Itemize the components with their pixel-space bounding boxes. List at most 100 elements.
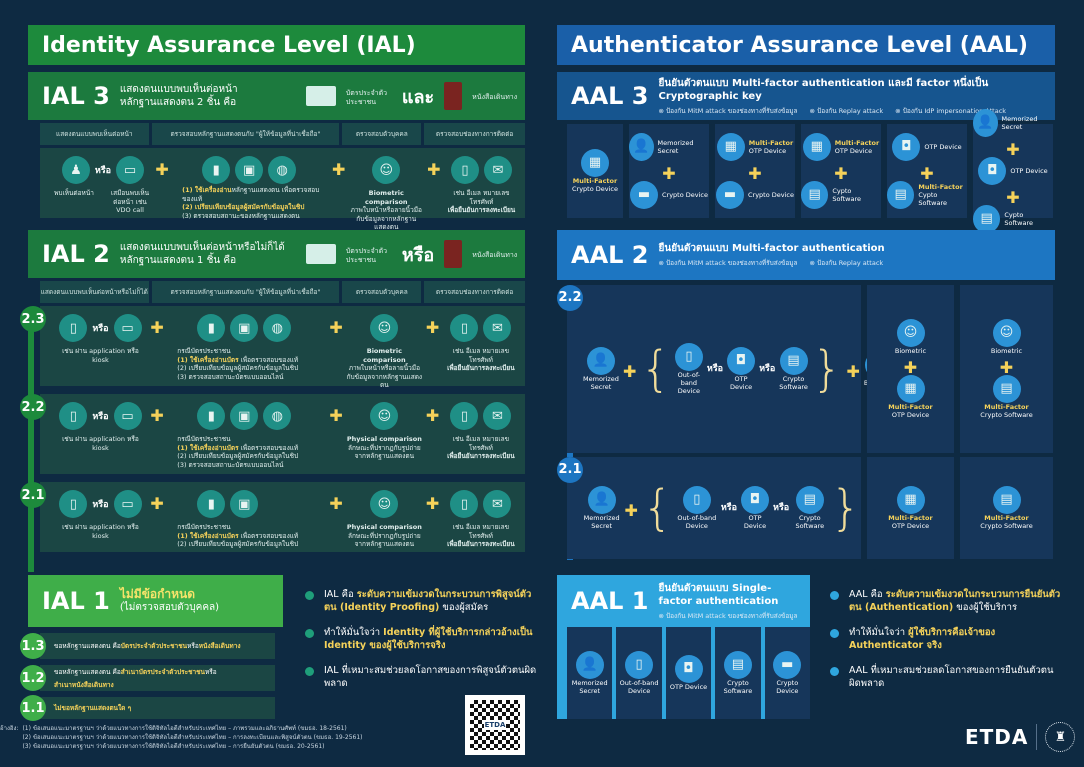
authenticator: ▯Out-of-band Device <box>616 651 661 695</box>
authenticator: ▤Cypto Software <box>973 205 1053 233</box>
face-icon: ☺ <box>372 156 401 184</box>
certificate-icon: ▤ <box>801 181 829 209</box>
ial3-column-header: ตรวจสอบตัวบุคคล <box>342 123 422 145</box>
ial3-desc-line1: แสดงตนแบบพบเห็นต่อหน้า <box>119 84 238 95</box>
authenticator-name: Memorized Secret <box>571 679 608 695</box>
ministry-seal-icon: ♜ <box>1045 722 1076 752</box>
contact-label: เช่น อีเมล หมายเลขโทรศัพท์ <box>452 435 510 452</box>
footer-logos: ETDA ♜ <box>965 722 1076 752</box>
biometric-icon: ☺ <box>896 319 925 347</box>
contact-label: เช่น อีเมล หมายเลขโทรศัพท์ <box>452 347 510 364</box>
presence-group: ▯หรือ▭เช่น ผ่าน application หรือ kiosk <box>54 400 147 452</box>
person-icons: ☺ <box>370 400 399 432</box>
aal2-main-option: 2.2👤Memorized Secret✚{▯Out-of-band Devic… <box>557 285 895 453</box>
presence-label: เช่น ผ่าน application หรือ kiosk <box>62 435 139 452</box>
plus-icon: ✚ <box>920 164 934 183</box>
authenticator-name: Crypto Device <box>571 185 618 193</box>
plus-icon: ✚ <box>329 318 343 337</box>
ial3-column-header: ตรวจสอบช่องทางการติดต่อ <box>424 123 525 145</box>
bullet-highlight: ระดับความเข้มงวดในกระบวนการพิสูจน์ตัวตน … <box>324 589 532 613</box>
bullet-post: ของผู้สมัคร <box>439 602 489 613</box>
bullet-item: IAL ที่เหมาะสมช่วยลดโอกาสของการพิสูจน์ตั… <box>305 664 540 690</box>
person-icons: ☺ <box>372 154 401 186</box>
aal3-desc: ยืนยันตัวตนแบบ Multi-factor authenticati… <box>658 77 989 102</box>
authenticator: ◘OTP Device <box>892 133 962 161</box>
reference-item: (1) ข้อเสนอแนะมาตรฐานฯ ว่าด้วยแนวทางการใ… <box>22 725 347 732</box>
authenticator: ▤Crypto Software <box>715 651 760 695</box>
contact-label: เช่น อีเมล หมายเลขโทรศัพท์ <box>452 523 510 540</box>
authenticator-label: OTP Device <box>741 514 769 530</box>
bullet-dot-icon <box>830 591 839 600</box>
ial2-doc2: หนังสือเดินทาง <box>472 251 518 260</box>
bullet-text: IAL คือ ระดับความเข้มงวดในกระบวนการพิสูจ… <box>324 588 540 614</box>
bullet-pre: AAL ที่เหมาะสมช่วยลดโอกาสของการยืนยันตัว… <box>849 665 1054 689</box>
check-item: (1) ใช้เครื่องอ่านบัตร เพื่อตรวจสอบของแท… <box>177 356 298 365</box>
contact-purpose: เพื่อยืนยันการลงทะเบียน <box>447 364 515 372</box>
aal2-row: 2.2👤Memorized Secret✚{▯Out-of-band Devic… <box>557 285 1055 453</box>
contact-check-group: ▯✉เช่น อีเมล หมายเลขโทรศัพท์เพื่อยืนยันก… <box>443 488 519 549</box>
presence-group: ♟หรือ▭พบเห็นต่อหน้าเสมือนพบเห็นต่อหน้า เ… <box>54 154 152 215</box>
ial2-column-header: ตรวจสอบหลักฐานแสดงตนกับ "ผู้ให้ข้อมูลที่… <box>151 281 340 303</box>
ial2-desc-line1: แสดงตนแบบพบเห็นต่อหน้าหรือไม่ก็ได้ <box>119 242 285 253</box>
aal2-main-option: 2.1👤Memorized Secret✚{▯Out-of-band Devic… <box>557 457 861 559</box>
check-highlight: (1) ใช้เครื่องอ่านบัตร <box>177 531 239 540</box>
check-highlight: (1) ใช้เครื่องอ่าน <box>182 186 232 194</box>
row-text-part: หรือ <box>187 642 199 650</box>
ial3-column-headers: แสดงตนแบบพบเห็นต่อหน้าตรวจสอบหลักฐานแสดง… <box>40 123 525 145</box>
ial2-id-card-icon <box>305 244 336 264</box>
aal1-desc: ยืนยันตัวตนแบบ Single-factor authenticat… <box>658 582 779 607</box>
authenticator: ☺Biometric <box>895 319 926 355</box>
check-item: (2) เปรียบเทียบข้อมูลผู้สมัครกับข้อมูลใน… <box>177 364 298 373</box>
plus-icon: ✚ <box>150 318 164 337</box>
qr-code[interactable]: ETDA <box>465 695 525 755</box>
ial3-description: แสดงตนแบบพบเห็นต่อหน้าหลักฐานแสดงตน 2 ชิ… <box>120 83 290 109</box>
phone-icon: ▯ <box>450 402 479 430</box>
certificate-icon: ▤ <box>973 205 1001 233</box>
biometric-icon: ☺ <box>992 319 1021 347</box>
level-badge: 2.1 <box>20 482 46 508</box>
ial2-doc1: บัตรประจำตัวประชาชน <box>345 247 388 264</box>
contact-icons: ▯✉ <box>450 312 512 344</box>
bullet-pre: AAL คือ <box>849 589 886 600</box>
contact-purpose: เพื่อยืนยันการลงทะเบียน <box>447 206 516 214</box>
document-check-group: ▮▣◍กรณีบัตรประชาชน(1) ใช้เครื่องอ่านบัตร… <box>167 400 326 469</box>
presence-labels: พบเห็นต่อหน้าเสมือนพบเห็นต่อหน้า เช่น VD… <box>54 186 152 215</box>
authenticator-name: Memorized Secret <box>1001 115 1038 131</box>
bullet-text: ทำให้มั่นใจว่า Identity ที่ผู้ใช้บริการก… <box>324 626 540 652</box>
authenticator-name: Crypto Software <box>980 522 1033 530</box>
usb-token-icon: ◘ <box>674 655 703 683</box>
bullet-item: IAL คือ ระดับความเข้มงวดในกระบวนการพิสูจ… <box>305 588 540 614</box>
presence-group: ▯หรือ▭เช่น ผ่าน application หรือ kiosk <box>54 312 147 364</box>
or-label: หรือ <box>759 364 776 374</box>
ial3-column-header: ตรวจสอบหลักฐานแสดงตนกับ "ผู้ให้ข้อมูลที่… <box>151 123 340 145</box>
reference-item: (3) ข้อเสนอแนะมาตรฐานฯ ว่าด้วยแนวทางการใ… <box>22 743 325 750</box>
aal2-desc: ยืนยันตัวตนแบบ Multi-factor authenticati… <box>658 243 885 254</box>
bullet-pre: IAL ที่เหมาะสมช่วยลดโอกาสของการพิสูจน์ตั… <box>324 665 537 689</box>
ial3-doc1: บัตรประจำตัวประชาชน <box>345 89 388 106</box>
ial3-column-header: แสดงตนแบบพบเห็นต่อหน้า <box>40 123 149 145</box>
authenticator-label: Memorized Secret <box>1002 115 1053 131</box>
authenticator-type: Multi-Factor <box>748 139 794 147</box>
protection-text: ป้องกัน IdP impersonation Attack <box>902 106 1007 115</box>
contact-purpose: เพื่อยืนยันการลงทะเบียน <box>447 452 515 460</box>
level-connector-line <box>28 312 34 572</box>
aal2-protection: ⊗ ป้องกัน MitM attack ของช่องทางที่รับส่… <box>659 258 798 268</box>
check-item: (1) ใช้เครื่องอ่านบัตร เพื่อตรวจสอบของแท… <box>177 444 298 453</box>
bullet-item: ทำให้มั่นใจว่า Identity ที่ผู้ใช้บริการก… <box>305 626 540 652</box>
authenticator-label: Crypto Device <box>662 191 708 199</box>
bullet-highlight: Identity ที่ผู้ใช้บริการกล่าวอ้างเป็น Id… <box>324 627 533 651</box>
authenticator: ▬Crypto Device <box>765 651 810 695</box>
or-label: หรือ <box>92 500 109 510</box>
person-icons: ☺ <box>370 488 399 520</box>
person-check-desc: ภาพใบหน้าหรือลายนิ้วมือกับข้อมูลจากหลักฐ… <box>346 364 423 389</box>
aal1-tiles: 👤Memorized Secret▯Out-of-band Device◘OTP… <box>557 627 811 719</box>
authenticator-name: Crypto Software <box>779 375 808 391</box>
authenticator-name: Crypto Software <box>723 679 753 695</box>
